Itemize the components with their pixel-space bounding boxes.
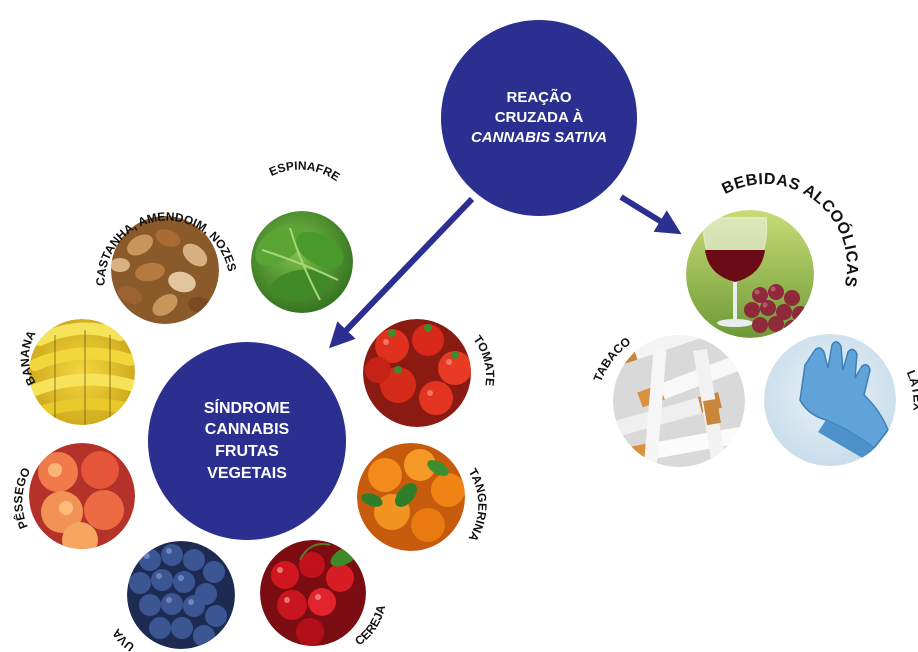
tangerine-label: TANGERINA xyxy=(466,466,490,544)
tomato-photo-icon xyxy=(363,319,471,427)
syndrome-line3: FRUTAS xyxy=(215,443,279,460)
syndrome-line2: CANNABIS xyxy=(204,421,290,439)
tangerine-photo-icon xyxy=(357,443,465,551)
latex-glove-photo-icon xyxy=(764,334,896,466)
grape-label-text: UVA xyxy=(109,626,137,652)
arrow-to-beverages xyxy=(619,194,682,235)
peach-photo-icon xyxy=(29,443,135,549)
arrow-to-syndrome xyxy=(329,196,475,349)
banana-label: BANANA xyxy=(18,328,39,388)
tomato-label-text: TOMATE xyxy=(471,333,498,387)
wine-photo-icon xyxy=(686,210,814,338)
cherry-photo-icon xyxy=(260,540,366,646)
banana-photo-icon xyxy=(29,319,135,425)
cross-reaction-line1: REAÇÃO xyxy=(506,88,572,106)
syndrome-line1: SÍNDROME xyxy=(203,399,291,417)
spinach-label: ESPINAFRE xyxy=(267,159,342,184)
spinach-photo-icon xyxy=(251,211,353,313)
spinach-label-text: ESPINAFRE xyxy=(267,159,342,184)
latex-label-text: LÁTEX xyxy=(904,368,918,411)
cross-reaction-line2: CRUZADA À xyxy=(494,108,584,126)
cigarette-photo-icon xyxy=(613,335,745,467)
tangerine-label-text: TANGERINA xyxy=(466,466,490,544)
cross-reaction-node: REAÇÃO CRUZADA À CANNABIS SATIVA xyxy=(441,20,637,216)
cross-reaction-line3: CANNABIS SATIVA xyxy=(470,129,608,147)
banana-label-text: BANANA xyxy=(18,328,39,388)
syndrome-line4: VEGETAIS xyxy=(207,464,287,482)
tomato-label: TOMATE xyxy=(471,333,498,387)
grape-label: UVA xyxy=(109,626,137,652)
grape-photo-icon xyxy=(127,541,235,649)
syndrome-node: SÍNDROME CANNABIS FRUTAS VEGETAIS xyxy=(148,342,346,540)
nuts-photo-icon xyxy=(111,216,219,324)
latex-label: LÁTEX xyxy=(904,368,918,411)
